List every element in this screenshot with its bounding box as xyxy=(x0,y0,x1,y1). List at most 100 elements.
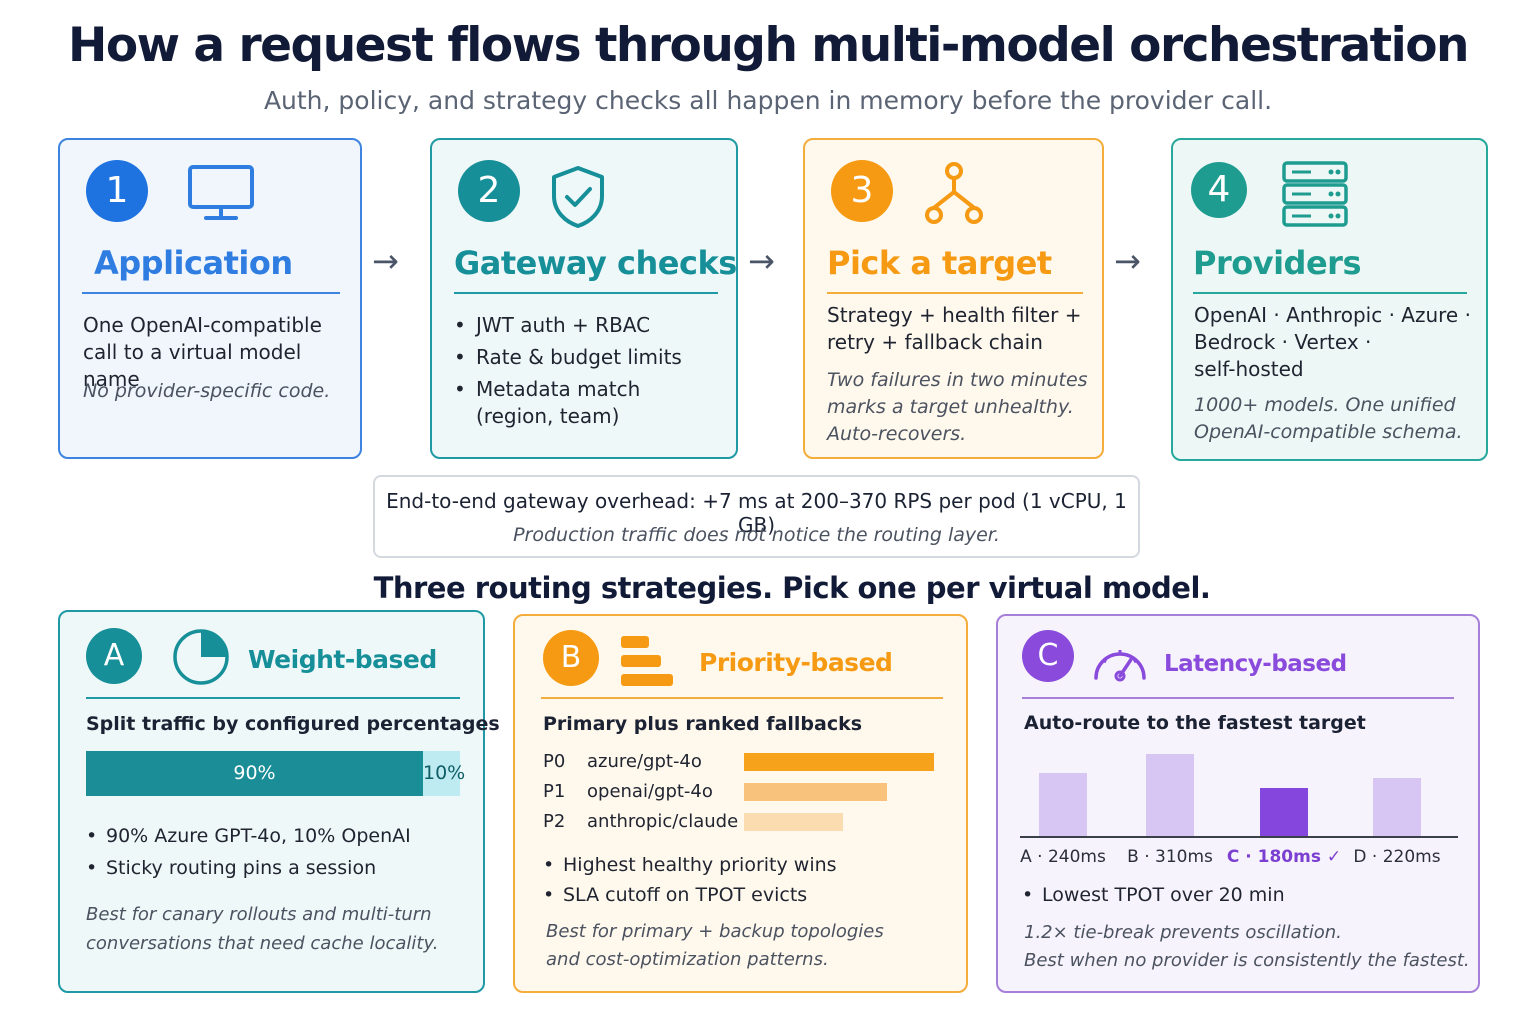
priority-level: P0 xyxy=(543,751,566,772)
priority-level: P1 xyxy=(543,781,566,802)
list-item: Rate & budget limits xyxy=(454,344,682,371)
note-line: OpenAI-compatible schema. xyxy=(1194,421,1463,443)
priority-row: P2 anthropic/claude xyxy=(543,811,943,833)
text-line: Strategy + health filter + xyxy=(827,303,1082,327)
text-line: Bedrock · Vertex · xyxy=(1194,330,1372,354)
note-line: Best for primary + backup topologies xyxy=(546,921,884,942)
step-providers: 4 Providers OpenAI · Anthropic · Azure ·… xyxy=(1171,138,1488,461)
note-line: No provider-specific code. xyxy=(83,380,331,402)
list-item-text: (region, team) xyxy=(476,404,620,428)
chart-axis xyxy=(1020,836,1458,838)
list-item: SLA cutoff on TPOT evicts xyxy=(543,880,837,910)
strategy-title: Weight-based xyxy=(248,645,437,674)
note-line: 1.2× tie-break prevents oscillation. xyxy=(1024,922,1342,943)
overhead-note: Production traffic does not notice the r… xyxy=(513,524,1000,546)
strategy-title: Latency-based xyxy=(1164,651,1347,677)
flow-arrow: → xyxy=(748,242,775,280)
shield-check-icon xyxy=(548,164,608,234)
latency-bar-chart xyxy=(1020,746,1458,838)
list-item: JWT auth + RBAC xyxy=(454,312,682,339)
latency-bar-c xyxy=(1260,788,1308,836)
step-number: 1 xyxy=(86,160,148,222)
latency-label: C · 180ms ✓ xyxy=(1226,847,1342,867)
priority-row: P1 openai/gpt-4o xyxy=(543,781,943,803)
strategy-title: Priority-based xyxy=(699,648,893,677)
strategies-heading: Three routing strategies. Pick one per v… xyxy=(373,571,1211,605)
overhead-callout: End-to-end gateway overhead: +7 ms at 20… xyxy=(373,475,1140,558)
branch-icon xyxy=(921,160,987,230)
page-subtitle: Auth, policy, and strategy checks all ha… xyxy=(263,86,1273,115)
step-title: Gateway checks xyxy=(454,244,737,282)
step-description: Strategy + health filter + retry + fallb… xyxy=(827,302,1081,356)
note-line: 1000+ models. One unified xyxy=(1194,394,1456,416)
list-item: Metadata match (region, team) xyxy=(454,376,682,430)
step-title: Application xyxy=(94,244,293,282)
split-segment-primary: 90% xyxy=(86,751,423,796)
text-line: OpenAI · Anthropic · Azure · xyxy=(1194,303,1471,327)
divider xyxy=(86,697,460,699)
strategy-card-priority: B Priority-based Primary plus ranked fal… xyxy=(513,614,968,993)
list-item-text: Metadata match xyxy=(476,377,641,401)
step-title: Pick a target xyxy=(827,244,1052,282)
list-item: Highest healthy priority wins xyxy=(543,850,837,880)
strategy-letter: B xyxy=(543,630,599,686)
list-item: Sticky routing pins a session xyxy=(86,852,411,884)
latency-label: B · 310ms xyxy=(1127,847,1213,867)
divider xyxy=(454,292,718,294)
strategy-note: Best for canary rollouts and multi-turn … xyxy=(86,900,438,958)
note-line: conversations that need cache locality. xyxy=(86,933,439,954)
latency-label: D · 220ms xyxy=(1353,847,1441,867)
text-line: One OpenAI-compatible xyxy=(83,313,322,337)
step-application: 1 Application One OpenAI-compatible call… xyxy=(58,138,362,459)
divider xyxy=(1022,697,1454,699)
list-item: Lowest TPOT over 20 min xyxy=(1022,880,1285,910)
strategy-subtitle: Auto-route to the fastest target xyxy=(1024,712,1366,734)
priority-level: P2 xyxy=(543,811,566,832)
text-line: retry + fallback chain xyxy=(827,330,1043,354)
step-number: 2 xyxy=(458,160,520,222)
note-line: Auto-recovers. xyxy=(827,423,967,445)
note-line: and cost-optimization patterns. xyxy=(546,949,829,970)
priority-model: anthropic/claude xyxy=(587,811,739,832)
strategy-bullets: Highest healthy priority wins SLA cutoff… xyxy=(543,850,837,910)
step-title: Providers xyxy=(1193,244,1361,282)
step-number: 4 xyxy=(1191,162,1247,218)
step-pick-target: 3 Pick a target Strategy + health filter… xyxy=(803,138,1104,459)
note-line: Two failures in two minutes xyxy=(827,369,1088,391)
priority-model: openai/gpt-4o xyxy=(587,781,713,802)
latency-bar-a xyxy=(1039,773,1087,836)
strategy-bullets: Lowest TPOT over 20 min xyxy=(1022,880,1285,910)
list-item: 90% Azure GPT-4o, 10% OpenAI xyxy=(86,820,411,852)
traffic-split-bar: 90% 10% xyxy=(86,751,465,796)
check-list: JWT auth + RBAC Rate & budget limits Met… xyxy=(454,312,682,430)
text-line: call to a virtual model name xyxy=(83,340,302,391)
server-rack-icon xyxy=(1281,160,1351,234)
priority-bar xyxy=(744,783,887,801)
text-line: self-hosted xyxy=(1194,357,1304,381)
priority-bar xyxy=(744,813,843,831)
page-title: How a request flows through multi-model … xyxy=(68,18,1469,73)
strategy-letter: C xyxy=(1022,630,1074,682)
step-note: No provider-specific code. xyxy=(83,378,330,405)
divider xyxy=(541,697,943,699)
split-segment-secondary: 10% xyxy=(423,751,465,796)
strategy-subtitle: Split traffic by configured percentages xyxy=(86,713,500,735)
step-gateway-checks: 2 Gateway checks JWT auth + RBAC Rate & … xyxy=(430,138,738,459)
strategy-subtitle: Primary plus ranked fallbacks xyxy=(543,713,863,735)
latency-bar-d xyxy=(1373,778,1421,836)
divider xyxy=(1193,292,1467,294)
latency-bar-b xyxy=(1146,754,1194,836)
monitor-icon xyxy=(186,162,256,228)
step-description: One OpenAI-compatible call to a virtual … xyxy=(83,312,360,393)
priority-model: azure/gpt-4o xyxy=(587,751,702,772)
overhead-metric: End-to-end gateway overhead: +7 ms at 20… xyxy=(386,489,1127,537)
strategy-note: Best for primary + backup topologies and… xyxy=(546,918,884,974)
strategy-note: 1.2× tie-break prevents oscillation. Bes… xyxy=(1024,919,1470,975)
strategy-letter: A xyxy=(86,628,142,684)
note-line: Best when no provider is consistently th… xyxy=(1024,950,1470,971)
note-line: marks a target unhealthy. xyxy=(827,396,1074,418)
provider-list: OpenAI · Anthropic · Azure · Bedrock · V… xyxy=(1194,302,1471,383)
flow-arrow: → xyxy=(372,242,399,280)
strategy-card-weight: A Weight-based Split traffic by configur… xyxy=(58,610,500,993)
